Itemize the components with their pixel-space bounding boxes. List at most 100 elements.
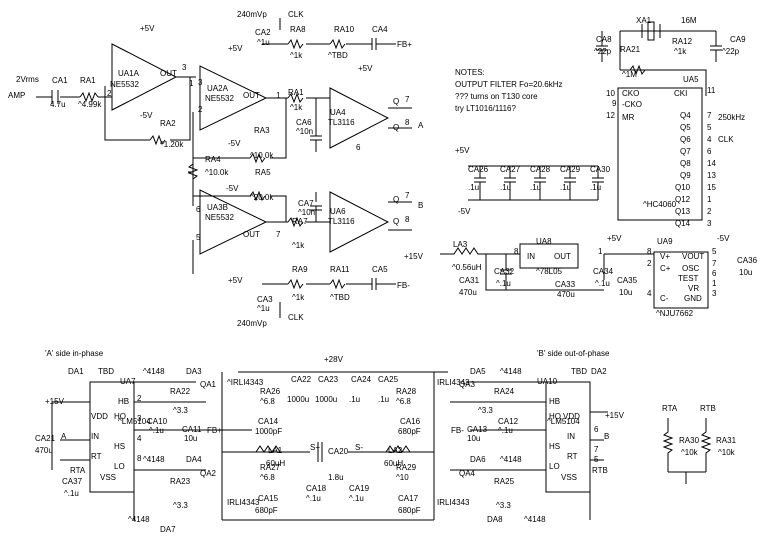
- component-label: CA6: [296, 118, 312, 127]
- component-label: DA6: [470, 455, 486, 464]
- component-label: ^10: [396, 473, 409, 482]
- component-label: UA3B: [207, 203, 228, 212]
- component-label: RA9: [292, 265, 308, 274]
- component-label: 1: [712, 279, 717, 288]
- component-label: IRLI4343: [437, 378, 470, 387]
- component-label: -5V: [458, 207, 471, 216]
- component-label: -5V: [140, 111, 153, 120]
- component-label: ^LM5104: [118, 417, 151, 426]
- component-label: ^IRLI4343: [227, 378, 264, 387]
- component-label: 6: [594, 425, 599, 434]
- component-label: 7: [707, 111, 712, 120]
- component-label: ^1k: [674, 47, 687, 56]
- component-label: FB+: [397, 40, 412, 49]
- component-label: RA21: [620, 45, 641, 54]
- component-label: Q: [393, 217, 399, 226]
- component-label: RA29: [396, 463, 417, 472]
- component-label: HB: [549, 397, 560, 406]
- component-label: GND: [684, 294, 702, 303]
- component-label: UA8: [536, 237, 552, 246]
- component-label: LO: [114, 462, 125, 471]
- component-label: .1u: [530, 183, 541, 192]
- component-label: -CKO: [622, 100, 642, 109]
- component-label: ^4148: [524, 515, 546, 524]
- component-label: V+: [660, 252, 670, 261]
- component-label: -5V: [226, 184, 239, 193]
- component-label: ^3.3: [173, 501, 188, 510]
- component-label: QA1: [200, 380, 217, 389]
- component-label: 1: [189, 79, 194, 88]
- component-label: ^3.3: [478, 406, 493, 415]
- component-label: DA4: [186, 455, 202, 464]
- component-label: +15V: [605, 411, 625, 420]
- component-label: ^1k: [292, 241, 305, 250]
- component-label: CA31: [459, 276, 480, 285]
- component-label: 680pF: [398, 427, 421, 436]
- component-label: 7: [712, 259, 717, 268]
- component-label: ^10n: [296, 127, 313, 136]
- component-label: RA28: [396, 387, 417, 396]
- component-label: CKO: [622, 89, 639, 98]
- component-label: NE5532: [205, 94, 234, 103]
- component-label: B: [418, 201, 423, 210]
- component-label: CA12: [498, 417, 519, 426]
- component-label: CLK: [718, 135, 734, 144]
- component-label: ^.1u: [149, 426, 164, 435]
- component-label: 9: [612, 99, 617, 108]
- component-label: 'A' side in-phase: [45, 349, 104, 358]
- component-label: 2: [707, 207, 712, 216]
- component-label: 10: [606, 89, 615, 98]
- component-label: ^6.8: [396, 397, 411, 406]
- component-label: .1u: [590, 183, 601, 192]
- component-label: NE5532: [205, 213, 234, 222]
- component-label: 10u: [184, 434, 197, 443]
- component-label: VDD: [563, 412, 580, 421]
- component-label: ^10.0k: [205, 168, 229, 177]
- component-label: ^1k: [290, 103, 303, 112]
- component-label: DA7: [160, 525, 176, 534]
- component-label: OUT: [160, 69, 177, 78]
- component-label: CA8: [596, 35, 612, 44]
- component-label: 14: [707, 159, 716, 168]
- component-label: RA24: [494, 387, 515, 396]
- component-label: 7: [405, 191, 410, 200]
- component-label: Q9: [680, 171, 691, 180]
- component-label: 1000pF: [255, 427, 282, 436]
- component-label: ^1k: [290, 51, 303, 60]
- component-label: CA37: [62, 477, 83, 486]
- component-label: 7: [594, 445, 599, 454]
- component-label: CA23: [318, 375, 339, 384]
- component-label: 470u: [459, 288, 477, 297]
- component-label: ^1u: [257, 38, 270, 47]
- component-label: 8: [405, 118, 410, 127]
- component-label: LA2: [388, 446, 403, 455]
- component-label: ^.1u: [595, 279, 610, 288]
- component-label: Q4: [680, 111, 691, 120]
- component-label: CA11: [182, 425, 202, 434]
- component-label: CA7: [298, 199, 314, 208]
- component-label: DA3: [186, 367, 202, 376]
- component-label: Q: [393, 97, 399, 106]
- component-label: +5V: [228, 276, 243, 285]
- component-label: ^.1u: [498, 426, 513, 435]
- component-label: 12: [606, 111, 615, 120]
- component-label: +28V: [324, 355, 344, 364]
- component-label: UA2A: [207, 84, 229, 93]
- component-label: RA12: [672, 37, 693, 46]
- component-label: -5V: [228, 139, 241, 148]
- component-label: RTB: [700, 404, 716, 413]
- component-label: 10u: [739, 268, 752, 277]
- component-label: 240mVp: [237, 10, 267, 19]
- component-label: ^TBD: [330, 293, 350, 302]
- component-label: ^20.0k: [250, 193, 274, 202]
- component-label: DA1: [68, 367, 84, 376]
- component-label: RA4: [205, 155, 221, 164]
- component-label: 60uH: [266, 459, 285, 468]
- component-label: Q7: [680, 147, 691, 156]
- component-label: CA35: [617, 276, 638, 285]
- component-label: ^4148: [500, 367, 522, 376]
- component-label: CA29: [560, 165, 581, 174]
- component-label: 13: [707, 171, 716, 180]
- component-label: ^LM5104: [547, 417, 580, 426]
